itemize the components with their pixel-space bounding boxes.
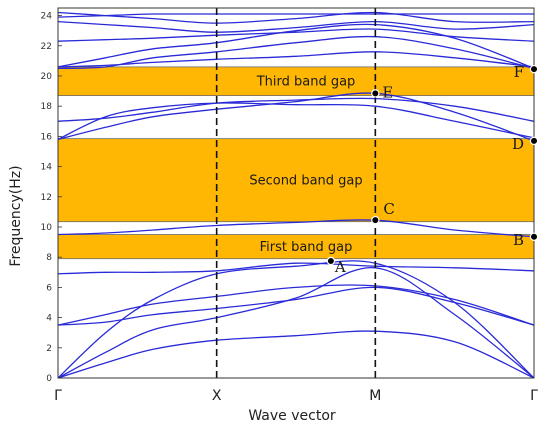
band-curve-5 (57, 284, 535, 326)
y-tick-label: 20 (41, 72, 53, 82)
y-tick-label: 2 (46, 344, 52, 354)
band-curve-3 (57, 260, 535, 379)
band-gap-1 (57, 234, 535, 260)
point-C (371, 215, 380, 225)
point-label-C: C (383, 200, 394, 218)
marked-points: A B C D E F (326, 63, 539, 276)
band-curve-13 (57, 28, 535, 42)
point-label-B: B (513, 231, 524, 249)
band-gap-label-1: First band gap (260, 240, 353, 255)
x-tick-label: M (369, 388, 381, 404)
y-tick-label: 4 (46, 314, 52, 324)
y-tick-label: 12 (41, 193, 52, 203)
point-label-E: E (382, 83, 393, 101)
band-gap-3 (57, 66, 535, 96)
band-curve-12 (57, 23, 535, 70)
x-tick-label: X (212, 388, 222, 404)
band-curve-6 (57, 262, 535, 275)
band-curve-7 (57, 219, 535, 238)
y-tick-label: 22 (41, 42, 52, 52)
band-curve-14 (57, 20, 535, 33)
plot-frame (57, 7, 535, 379)
band-gap-labels: First band gap Second band gap Third band … (249, 75, 362, 255)
point-label-F: F (514, 63, 524, 81)
high-symmetry-lines (215, 8, 377, 378)
band-curve-1 (57, 330, 535, 379)
band-curve-10 (57, 97, 535, 122)
band-curve-16 (57, 13, 534, 18)
band-curves-layer (57, 11, 535, 379)
band-gap-2 (57, 138, 535, 223)
band-curve-4 (57, 286, 535, 326)
band-gap-label-2: Second band gap (249, 174, 362, 189)
point-F (529, 64, 539, 74)
band-curve-15 (57, 11, 535, 24)
point-A (326, 256, 336, 266)
y-tick-label: 10 (41, 223, 53, 233)
y-tick-label: 14 (41, 163, 53, 173)
y-tick-label: 6 (46, 283, 52, 293)
point-E (371, 89, 380, 98)
y-tick-label: 0 (46, 374, 52, 384)
band-gap-label-3: Third band gap (256, 75, 356, 90)
band-curve-9 (57, 102, 535, 140)
x-axis-title: Wave vector (248, 408, 336, 424)
y-tick-label: 16 (41, 132, 53, 142)
point-label-D: D (512, 135, 524, 153)
x-tick-label: Γ (54, 388, 62, 404)
band-gap-layer (57, 66, 535, 260)
y-tick-label: 18 (41, 102, 53, 112)
point-B (529, 232, 539, 241)
x-tick-label: Γ (530, 388, 538, 404)
y-tick-label: 8 (46, 253, 52, 263)
y-axis-title: Frequency(Hz) (8, 165, 24, 266)
y-tick-label: 24 (41, 12, 53, 22)
point-label-A: A (334, 258, 346, 276)
band-curve-8 (57, 92, 535, 142)
point-D (529, 136, 539, 146)
band-curve-2 (57, 267, 535, 379)
band-curve-11 (57, 35, 535, 70)
band-curve-17 (57, 51, 535, 68)
